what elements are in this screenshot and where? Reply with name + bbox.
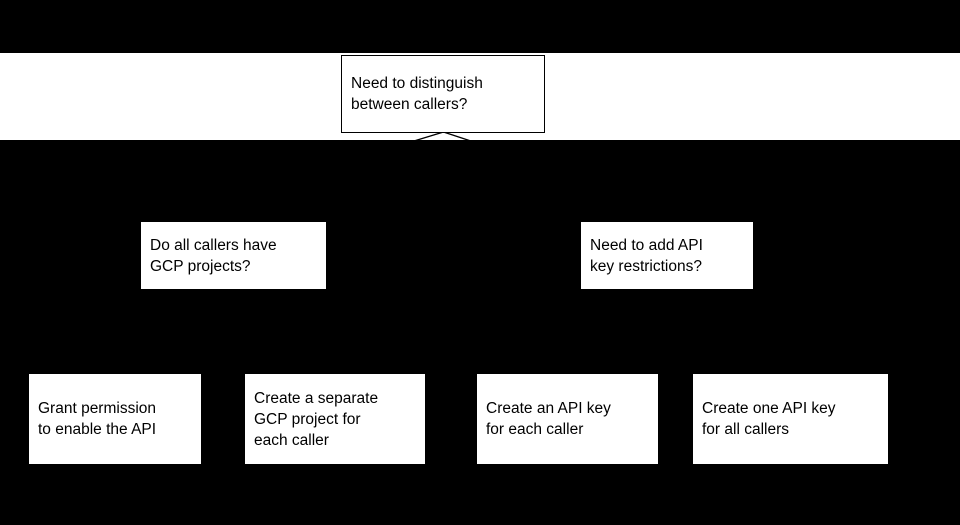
outcome-node-grant-permission-label: Grant permission to enable the API (38, 400, 157, 438)
decision-node-gcp-projects: Do all callers have GCP projects? (140, 221, 327, 290)
root-branch-line-left (144, 131, 444, 224)
decision-node-key-restrictions-label: Need to add API key restrictions? (590, 236, 703, 275)
outcome-node-one-api-key: Create one API key for all callers (692, 373, 889, 465)
outcome-node-grant-permission: Grant permission to enable the API (28, 373, 202, 465)
outcome-node-separate-gcp-project: Create a separate GCP project for each c… (244, 373, 426, 465)
decision-node-key-restrictions: Need to add API key restrictions? (580, 221, 754, 290)
outcome-node-api-key-each-caller: Create an API key for each caller (476, 373, 659, 465)
decision-node-gcp-projects-label: Do all callers have GCP projects? (150, 236, 277, 275)
root-branch-line-right (443, 131, 721, 224)
outcome-node-one-api-key-label: Create one API key for all callers (702, 400, 836, 438)
decision-node-root-label: Need to distinguish between callers? (351, 75, 483, 113)
decision-node-root: Need to distinguish between callers? (341, 55, 545, 133)
outcome-node-separate-gcp-project-label: Create a separate GCP project for each c… (254, 389, 379, 449)
outcome-node-api-key-each-caller-label: Create an API key for each caller (486, 400, 611, 438)
